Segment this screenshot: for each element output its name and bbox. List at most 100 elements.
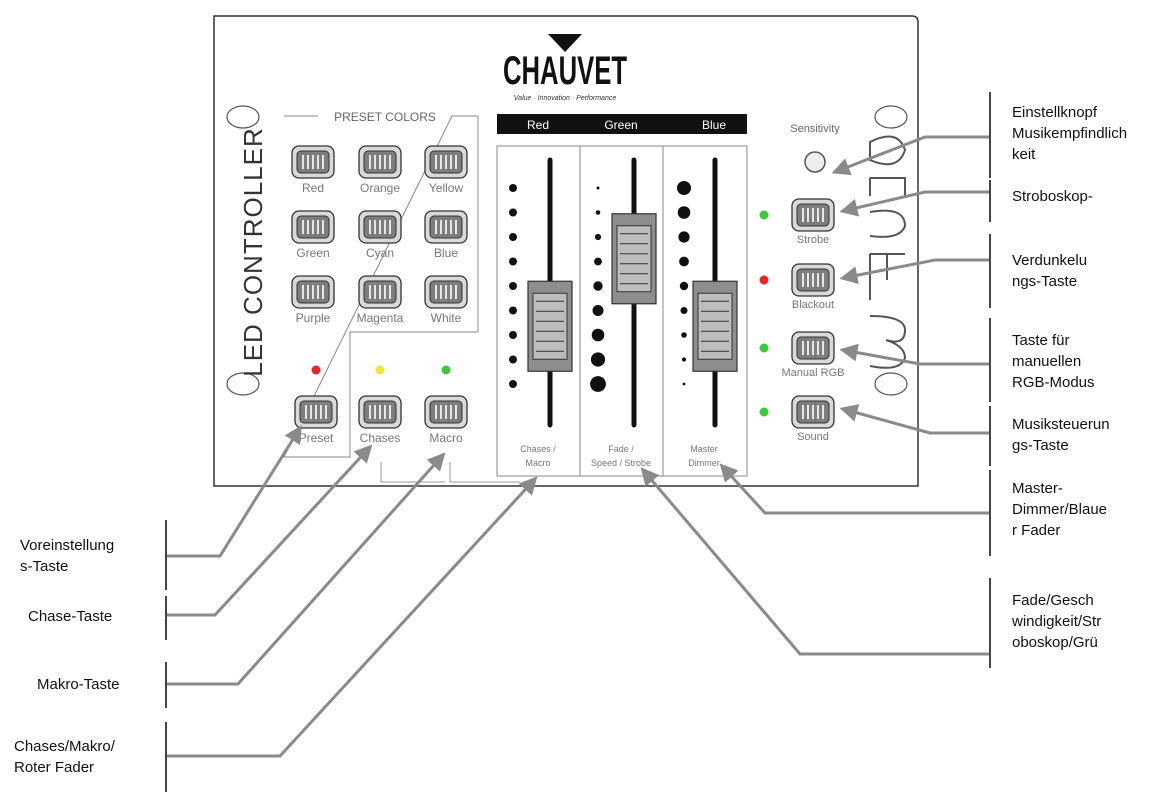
fader-scale-dot: [509, 282, 517, 290]
fader-scale-dot: [677, 181, 691, 195]
fader-scale-dot: [595, 210, 601, 215]
annotation-chase-button: Chase-Taste: [28, 608, 113, 625]
fader-scale-dot: [590, 376, 606, 392]
blackout-button[interactable]: [791, 263, 835, 297]
mount-hole: [226, 372, 260, 396]
brand-logo-mark: [548, 34, 582, 52]
chases-button[interactable]: [358, 395, 402, 429]
preset-red-label: Red: [302, 181, 324, 195]
sound-led: [759, 407, 769, 417]
fader-label-3-line2: Dimmer: [688, 458, 720, 468]
preset-blue-button[interactable]: [424, 210, 468, 244]
mount-hole: [874, 105, 908, 129]
fader-header-bar: [497, 114, 747, 134]
preset-colors-title: PRESET COLORS: [334, 110, 436, 124]
fader-knob-1[interactable]: [527, 280, 573, 372]
preset-white-label: White: [431, 311, 462, 325]
fader-scale-dot: [509, 380, 517, 388]
mode-bracket-line: [380, 462, 520, 483]
preset-yellow-label: Yellow: [429, 181, 464, 195]
strobe-led: [759, 210, 769, 220]
fader-scale-dot: [681, 357, 687, 362]
fader-scale-dot: [509, 208, 517, 217]
annotation-leaders: [166, 135, 990, 758]
fader-knob-2[interactable]: [611, 213, 657, 305]
annotation-macro-button: Makro-Taste: [37, 676, 120, 693]
fader-scale-dot: [593, 281, 603, 291]
fader-scale-dot: [509, 184, 517, 192]
preset-green-button[interactable]: [291, 210, 335, 244]
preset-cyan-button[interactable]: [358, 210, 402, 244]
preset-magenta-label: Magenta: [357, 311, 404, 325]
preset-magenta-button[interactable]: [358, 275, 402, 309]
preset-white-button[interactable]: [424, 275, 468, 309]
sound-label: Sound: [797, 431, 829, 443]
macro-button[interactable]: [424, 395, 468, 429]
mount-hole: [226, 105, 260, 129]
preset-colors-frame: [283, 115, 479, 458]
preset-cyan-label: Cyan: [366, 246, 394, 260]
preset-yellow-button[interactable]: [424, 145, 468, 179]
fader-scale-dot: [509, 306, 517, 315]
preset-purple-button[interactable]: [291, 275, 335, 309]
fader-label-2-line1: Fade /: [608, 444, 634, 454]
manual-rgb-button[interactable]: [791, 331, 835, 365]
fader-scale-dot: [678, 231, 690, 243]
strobe-label: Strobe: [797, 234, 829, 246]
sensitivity-label: Sensitivity: [790, 123, 840, 135]
fader-scale-dot: [509, 355, 517, 364]
preset-purple-label: Purple: [296, 311, 331, 325]
preset-button[interactable]: [294, 395, 338, 429]
fader-label-3-line1: Master: [690, 444, 718, 454]
annotation-strobe-button: Stroboskop-: [1012, 188, 1093, 205]
fader-scale-dot: [682, 382, 686, 386]
fader-header-blue: Blue: [702, 118, 726, 132]
annotation-bars: [165, 92, 991, 792]
preset-blue-label: Blue: [434, 246, 458, 260]
fader-scale-dot: [591, 328, 605, 342]
preset-led: [311, 365, 321, 375]
sound-button[interactable]: [791, 395, 835, 429]
preset-orange-button[interactable]: [358, 145, 402, 179]
manual-rgb-label: Manual RGB: [782, 367, 845, 379]
brand-logo: CHAUVET: [503, 49, 627, 93]
fader-scale-dot: [679, 281, 689, 291]
fader-scale-dot: [592, 305, 604, 316]
fader-scale-dot: [681, 332, 687, 338]
preset-label: Preset: [299, 431, 334, 445]
fader-scale-dot: [596, 186, 600, 190]
device-vertical-label: LED CONTROLLER: [238, 127, 268, 377]
fader-scale-dot: [509, 233, 517, 241]
fader-scale-dot: [679, 256, 689, 267]
fader-scale-dot: [509, 257, 517, 266]
fader-scale-dot: [509, 331, 517, 339]
fader-scale-dot: [590, 352, 606, 367]
macro-led: [441, 365, 451, 375]
macro-label: Macro: [429, 431, 463, 445]
sensitivity-knob[interactable]: [804, 151, 826, 173]
preset-orange-label: Orange: [360, 181, 400, 195]
fader-header-red: Red: [527, 118, 549, 132]
mount-hole: [874, 372, 908, 396]
brand-tagline: Value · Innovation · Performance: [514, 95, 617, 102]
preset-green-label: Green: [296, 246, 329, 260]
fader-scale-dot: [594, 257, 602, 266]
strobe-button[interactable]: [791, 198, 835, 232]
fader-scale-dot: [594, 233, 602, 241]
blackout-label: Blackout: [792, 299, 834, 311]
fader-header-green: Green: [604, 118, 637, 132]
fader-knob-3[interactable]: [692, 280, 738, 372]
fader-label-2-line2: Speed / Strobe: [591, 458, 651, 468]
preset-red-button[interactable]: [291, 145, 335, 179]
annotation-red-fader: Chases/Makro/Roter Fader: [14, 738, 115, 776]
